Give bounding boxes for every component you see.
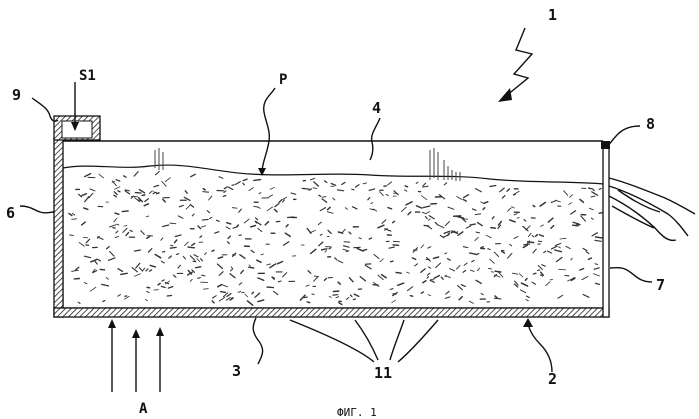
label-weir: 8	[646, 115, 655, 133]
powder-speck	[196, 267, 201, 268]
powder-bed	[63, 165, 605, 308]
air-arrows	[108, 319, 164, 392]
powder-speck	[254, 180, 261, 181]
powder-speck	[312, 294, 314, 295]
powder-speck	[364, 250, 367, 251]
label-air-flow: A	[139, 401, 148, 417]
powder-speck	[163, 252, 165, 253]
device-arrow-head	[498, 88, 512, 102]
powder-speck	[188, 247, 194, 248]
powder-speck	[167, 296, 172, 297]
label-device: 1	[548, 6, 557, 24]
powder-speck	[405, 186, 407, 187]
powder-speck	[130, 231, 132, 232]
powder-speck	[596, 237, 603, 238]
powder-speck	[495, 271, 501, 272]
powder-speck	[533, 206, 535, 207]
powder-speck	[170, 223, 176, 224]
powder-speck	[302, 188, 309, 189]
powder-speck	[589, 188, 591, 189]
powder-speck	[118, 191, 120, 192]
powder-speck	[573, 225, 578, 226]
powder-speck	[86, 245, 89, 246]
powder-speck	[495, 298, 501, 299]
powder-speck	[249, 267, 254, 268]
powder-speck	[212, 250, 214, 251]
powder-speck	[470, 224, 475, 225]
powder-speck	[533, 273, 536, 274]
powder-speck	[322, 197, 326, 198]
powder-speck	[267, 287, 273, 288]
powder-speck	[391, 261, 393, 262]
bottom-arrow-head	[523, 318, 533, 327]
powder-speck	[198, 278, 201, 279]
powder-speck	[369, 238, 371, 239]
label-left-wall: 6	[6, 204, 15, 222]
label-bottom-wall: 2	[548, 370, 557, 388]
powder-speck	[203, 192, 209, 193]
powder-speck	[353, 299, 355, 300]
powder-speck	[491, 272, 493, 273]
powder-speck	[70, 235, 74, 236]
powder-speck	[103, 301, 105, 302]
overflow-spill	[609, 178, 695, 240]
right-wall	[603, 143, 609, 317]
powder-speck	[488, 268, 491, 269]
figure-caption: ФИГ. 1	[337, 406, 377, 419]
powder-speck	[171, 245, 173, 246]
powder-speck	[475, 214, 481, 215]
label-powder: P	[279, 72, 287, 88]
powder-speck	[72, 219, 77, 220]
powder-speck	[202, 219, 208, 220]
label-space: 4	[372, 99, 381, 117]
powder-speck	[538, 241, 541, 242]
powder-speck	[223, 196, 226, 197]
powder-speck	[410, 296, 412, 297]
label-right-wall: 7	[656, 276, 665, 294]
powder-speck	[232, 208, 237, 209]
powder-speck	[122, 211, 128, 212]
powder-speck	[313, 188, 317, 189]
powder-speck	[491, 228, 496, 229]
powder-speck	[278, 281, 281, 282]
powder-speck	[203, 189, 205, 190]
powder-speck	[319, 195, 321, 196]
powder-speck	[307, 302, 310, 303]
powder-speck	[476, 232, 479, 233]
powder-speck	[176, 254, 178, 255]
label-base-plate: 3	[232, 362, 241, 380]
label-holes: 11	[374, 364, 392, 382]
powder-speck	[396, 273, 401, 274]
powder-speck	[202, 275, 205, 276]
powder-speck	[170, 247, 176, 248]
powder-speck	[232, 185, 234, 186]
label-inlet-box: 9	[12, 86, 21, 104]
left-wall	[54, 138, 63, 317]
powder-speck	[538, 270, 540, 271]
powder-speck	[221, 292, 226, 293]
label-inlet-stream: S1	[79, 68, 96, 84]
powder-speck	[517, 218, 519, 219]
bottom-wall	[54, 308, 609, 317]
